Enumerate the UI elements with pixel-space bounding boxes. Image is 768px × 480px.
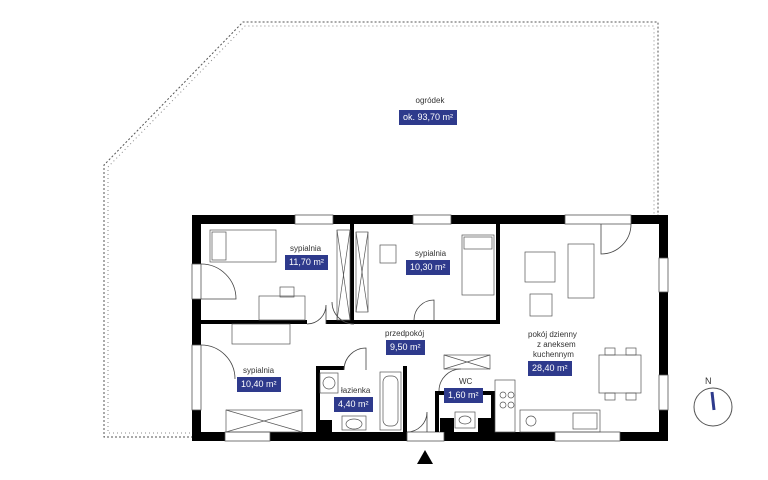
bathroom-area-badge: 4,40 m²: [334, 397, 373, 412]
windows: [191, 214, 669, 442]
garden-hedge: [103, 21, 659, 438]
bedroom-3-area-badge: 10,40 m²: [237, 377, 281, 392]
bedroom-2-label: sypialnia: [415, 249, 447, 258]
hallway-area-badge: 9,50 m²: [386, 340, 425, 355]
entrance-marker: [417, 450, 433, 464]
living-label-line-3: kuchennym: [533, 350, 574, 359]
garden-area-badge: ok. 93,70 m²: [399, 110, 458, 125]
living-label-line-1: pokój dzienny: [528, 330, 577, 339]
bedroom-2-area-badge: 10,30 m²: [406, 260, 450, 275]
triangle-up-icon: [417, 450, 433, 464]
bedroom-3-label: sypialnia: [243, 366, 275, 375]
shaft-blocks: [318, 418, 492, 434]
wc-label: WC: [459, 377, 473, 386]
compass-icon: [693, 387, 733, 427]
garden-label: ogródek: [415, 96, 445, 105]
hallway-label: przedpokój: [385, 329, 425, 338]
living-label-line-2: z aneksem: [537, 340, 576, 349]
living-area-badge: 28,40 m²: [528, 361, 572, 376]
furniture: [209, 229, 642, 433]
door-swings: [200, 223, 632, 433]
bathroom-label: łazienka: [341, 386, 371, 395]
wc-area-badge: 1,60 m²: [444, 388, 483, 403]
compass-north-label: N: [705, 376, 712, 386]
bedroom-1-area-badge: 11,70 m²: [285, 255, 328, 270]
bedroom-1-label: sypialnia: [290, 244, 322, 253]
